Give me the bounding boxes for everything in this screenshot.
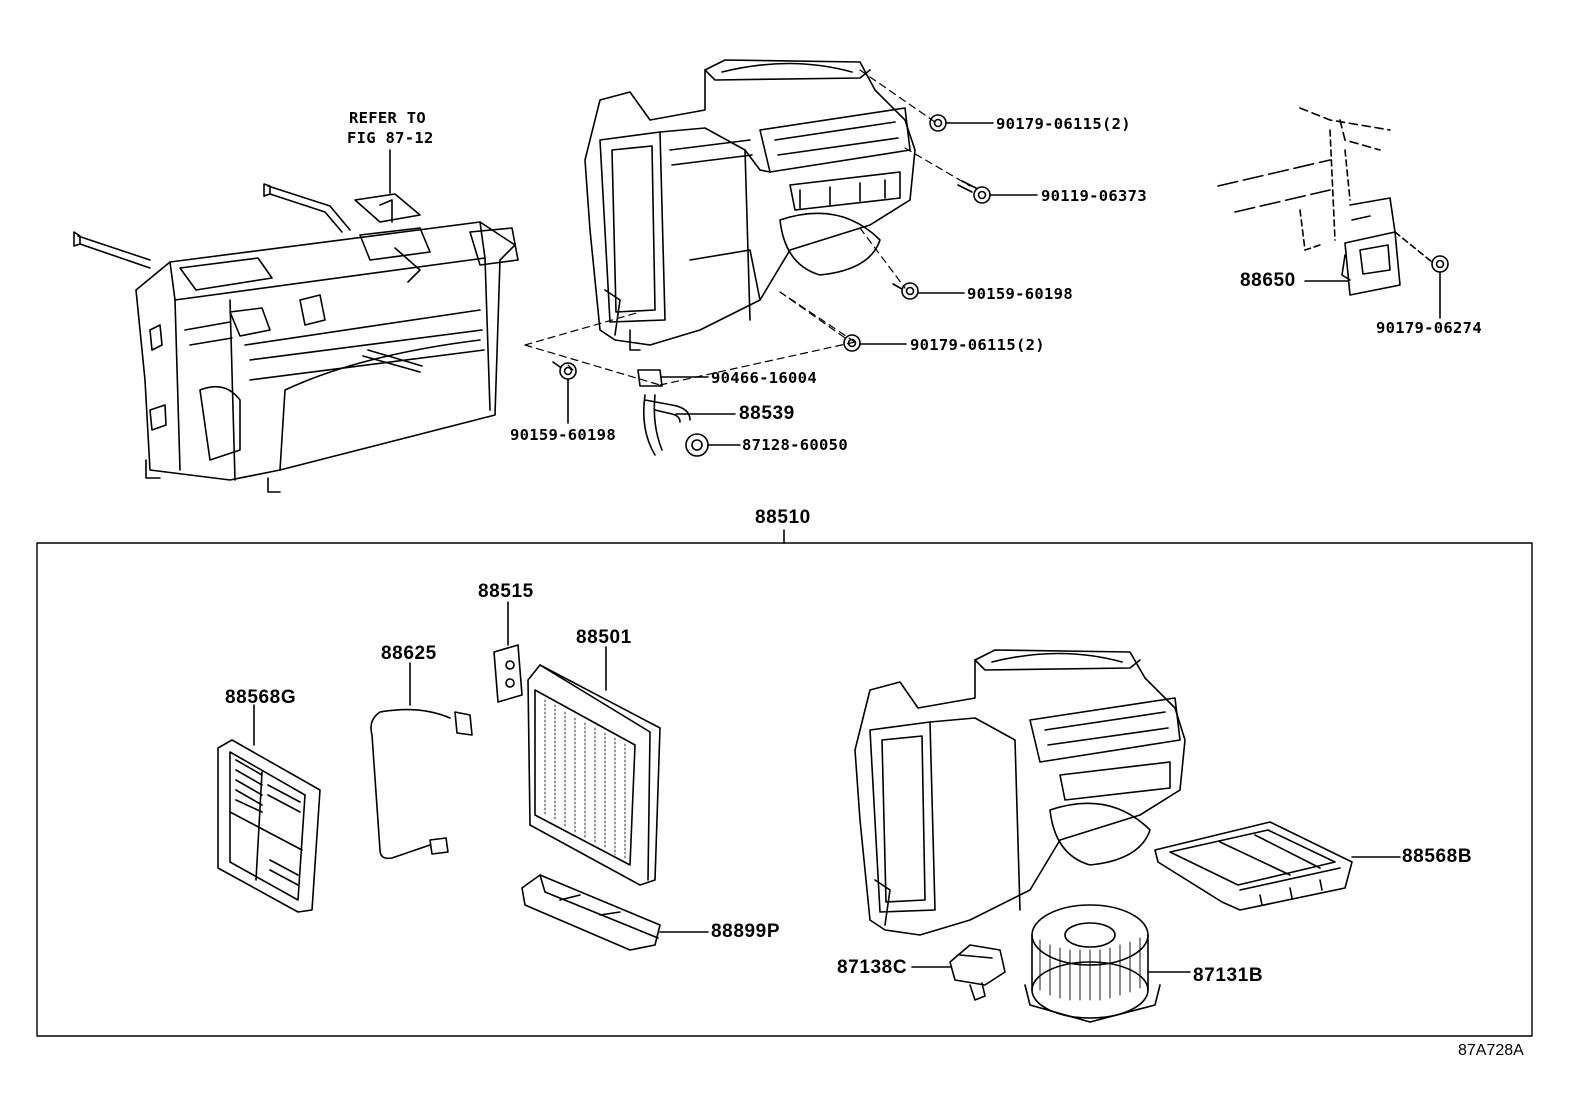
amplifier-bracket-drawing bbox=[1217, 107, 1449, 319]
heater-unit-assembly-drawing bbox=[73, 183, 519, 493]
part-label-88568G[interactable]: 88568G bbox=[225, 687, 297, 708]
part-label-90119-06373[interactable]: 90119-06373 bbox=[1041, 187, 1147, 205]
part-label-90179-06274[interactable]: 90179-06274 bbox=[1376, 319, 1482, 337]
part-label-88650[interactable]: 88650 bbox=[1240, 270, 1296, 291]
evaporator-88501-drawing bbox=[527, 646, 661, 886]
tray-88899P-drawing bbox=[521, 874, 709, 951]
filter-88568B-drawing bbox=[1154, 821, 1401, 911]
blower-motor-87131B-drawing bbox=[1024, 904, 1191, 1023]
part-label-88625[interactable]: 88625 bbox=[381, 643, 437, 664]
part-label-90466-16004[interactable]: 90466-16004 bbox=[711, 369, 817, 387]
upper-leader-lines bbox=[389, 122, 1038, 446]
part-label-88568B[interactable]: 88568B bbox=[1402, 846, 1473, 867]
upper-dashed-leaders bbox=[524, 69, 971, 386]
part-label-87138C[interactable]: 87138C bbox=[837, 957, 908, 978]
part-label-87131B[interactable]: 87131B bbox=[1193, 965, 1264, 986]
part-label-88515[interactable]: 88515 bbox=[478, 581, 534, 602]
thermistor-88625-drawing bbox=[370, 662, 473, 860]
cooling-unit-housing-drawing bbox=[584, 59, 916, 351]
part-label-88539[interactable]: 88539 bbox=[739, 403, 795, 424]
part-label-90179-06115-upper[interactable]: 90179-06115(2) bbox=[996, 115, 1131, 133]
expansion-valve-88515-drawing bbox=[493, 601, 523, 703]
part-label-87128-60050[interactable]: 87128-60050 bbox=[742, 436, 848, 454]
figure-code: 87A728A bbox=[1458, 1042, 1524, 1059]
part-label-90159-60198-right[interactable]: 90159-60198 bbox=[967, 285, 1073, 303]
lower-cooling-unit-housing-drawing bbox=[854, 649, 1186, 936]
part-label-90179-06115-lower[interactable]: 90179-06115(2) bbox=[910, 336, 1045, 354]
refer-note-line1: REFER TO bbox=[349, 109, 427, 127]
resistor-87138C-drawing bbox=[911, 944, 1006, 1001]
filter-88568G-drawing bbox=[217, 704, 321, 913]
part-label-88501[interactable]: 88501 bbox=[576, 627, 632, 648]
part-label-88510[interactable]: 88510 bbox=[755, 507, 811, 528]
part-label-90159-60198-left[interactable]: 90159-60198 bbox=[510, 426, 616, 444]
part-label-88899P[interactable]: 88899P bbox=[711, 921, 781, 942]
refer-note-line2: FIG 87-12 bbox=[347, 129, 434, 147]
